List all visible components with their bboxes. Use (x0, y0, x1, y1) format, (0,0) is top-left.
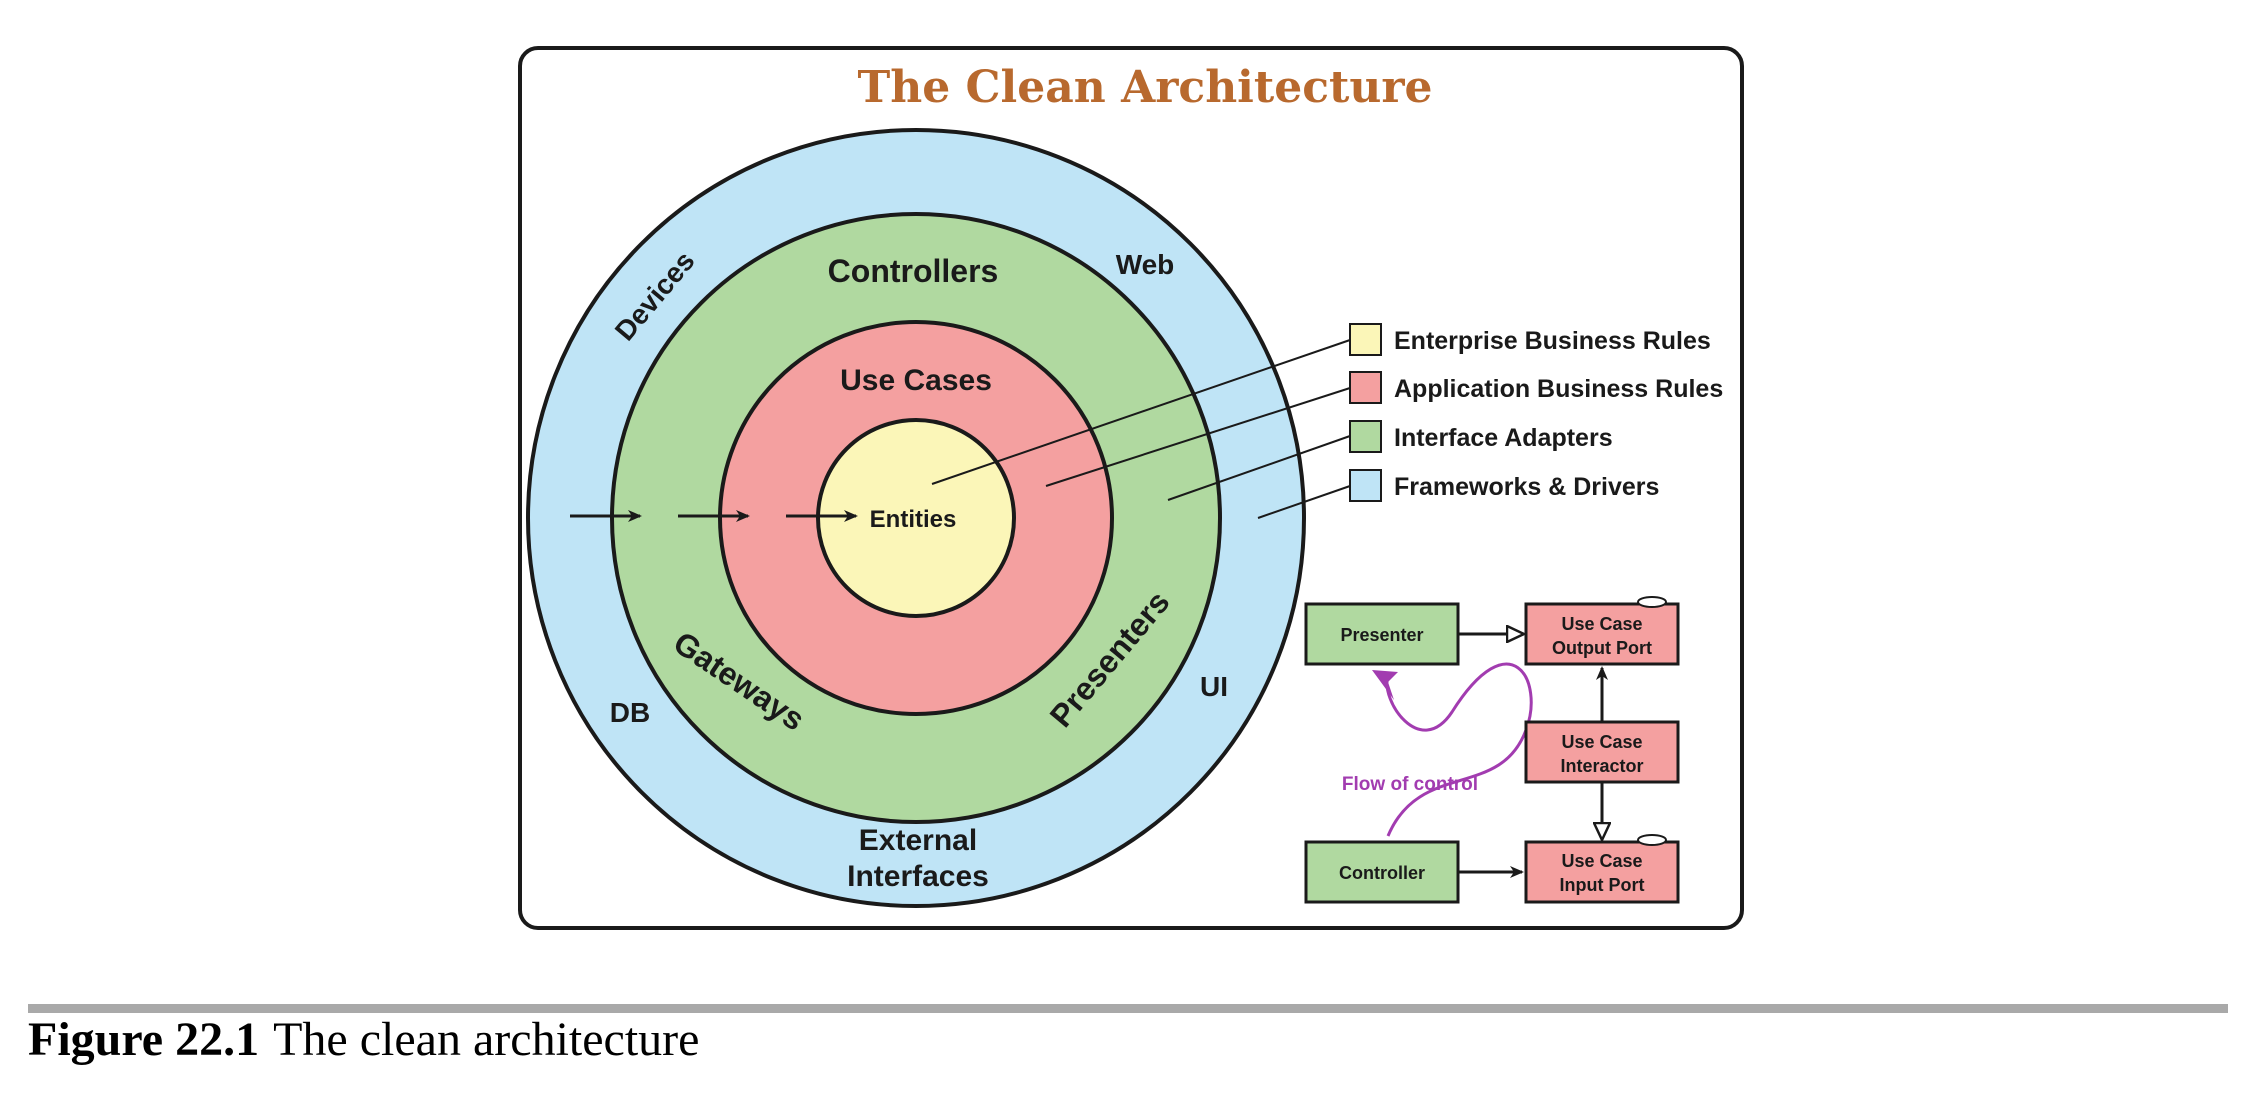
interactor-box-line2: Interactor (1560, 756, 1643, 776)
leader-line-application (1045, 387, 1351, 487)
legend-label-adapters: Interface Adapters (1394, 424, 1613, 452)
caption-divider (28, 1004, 2228, 1013)
legend-label-frameworks: Frameworks & Drivers (1394, 473, 1659, 501)
output-port-interface-mark (1637, 596, 1667, 608)
interactor-box-line1: Use Case (1561, 732, 1642, 752)
label-db: DB (610, 697, 650, 728)
input-port-interface-mark (1637, 834, 1667, 846)
controller-box-label: Controller (1339, 863, 1425, 883)
presenter-box-label: Presenter (1340, 625, 1423, 645)
legend-swatch-application (1349, 371, 1382, 404)
output-port-box (1524, 602, 1680, 666)
flow-of-control-curve (1385, 662, 1533, 837)
legend-swatch-frameworks (1349, 469, 1382, 502)
controller-box (1304, 840, 1460, 904)
flow-of-control-diagram: Flow of control Presenter Controller Use… (1304, 596, 1680, 904)
leader-line-enterprise (931, 339, 1351, 485)
flow-of-control-arrowhead (1372, 670, 1398, 700)
legend-label-application: Application Business Rules (1394, 375, 1723, 403)
input-port-box (1524, 840, 1680, 904)
label-web: Web (1116, 249, 1175, 280)
legend-label-enterprise: Enterprise Business Rules (1394, 327, 1711, 355)
output-port-box-line1: Use Case (1561, 614, 1642, 634)
label-external-interfaces-line1: External (859, 824, 977, 857)
input-port-box-line2: Input Port (1560, 875, 1645, 895)
diagram-title: The Clean Architecture (857, 62, 1432, 113)
figure-caption-text: The clean architecture (273, 1013, 700, 1066)
figure-number: Figure 22.1 (28, 1013, 260, 1066)
output-port-box-line2: Output Port (1552, 638, 1652, 658)
leader-line-frameworks (1257, 485, 1351, 519)
legend-swatch-enterprise (1349, 323, 1382, 356)
interactor-box (1524, 720, 1680, 784)
label-controllers: Controllers (828, 253, 999, 289)
label-ui: UI (1200, 671, 1228, 702)
leader-line-adapters (1167, 435, 1351, 501)
legend: Enterprise Business Rules Application Bu… (1349, 323, 1723, 502)
input-port-box-line1: Use Case (1561, 851, 1642, 871)
label-use-cases: Use Cases (840, 364, 992, 397)
ring-entities (816, 418, 1016, 618)
label-external-interfaces-line2: Interfaces (847, 860, 989, 893)
clean-architecture-diagram: The Clean Architecture Entities Use Case… (518, 46, 1744, 930)
label-entities: Entities (870, 506, 957, 533)
presenter-box (1304, 602, 1460, 666)
flow-of-control-label: Flow of control (1342, 774, 1478, 795)
legend-swatch-adapters (1349, 420, 1382, 453)
